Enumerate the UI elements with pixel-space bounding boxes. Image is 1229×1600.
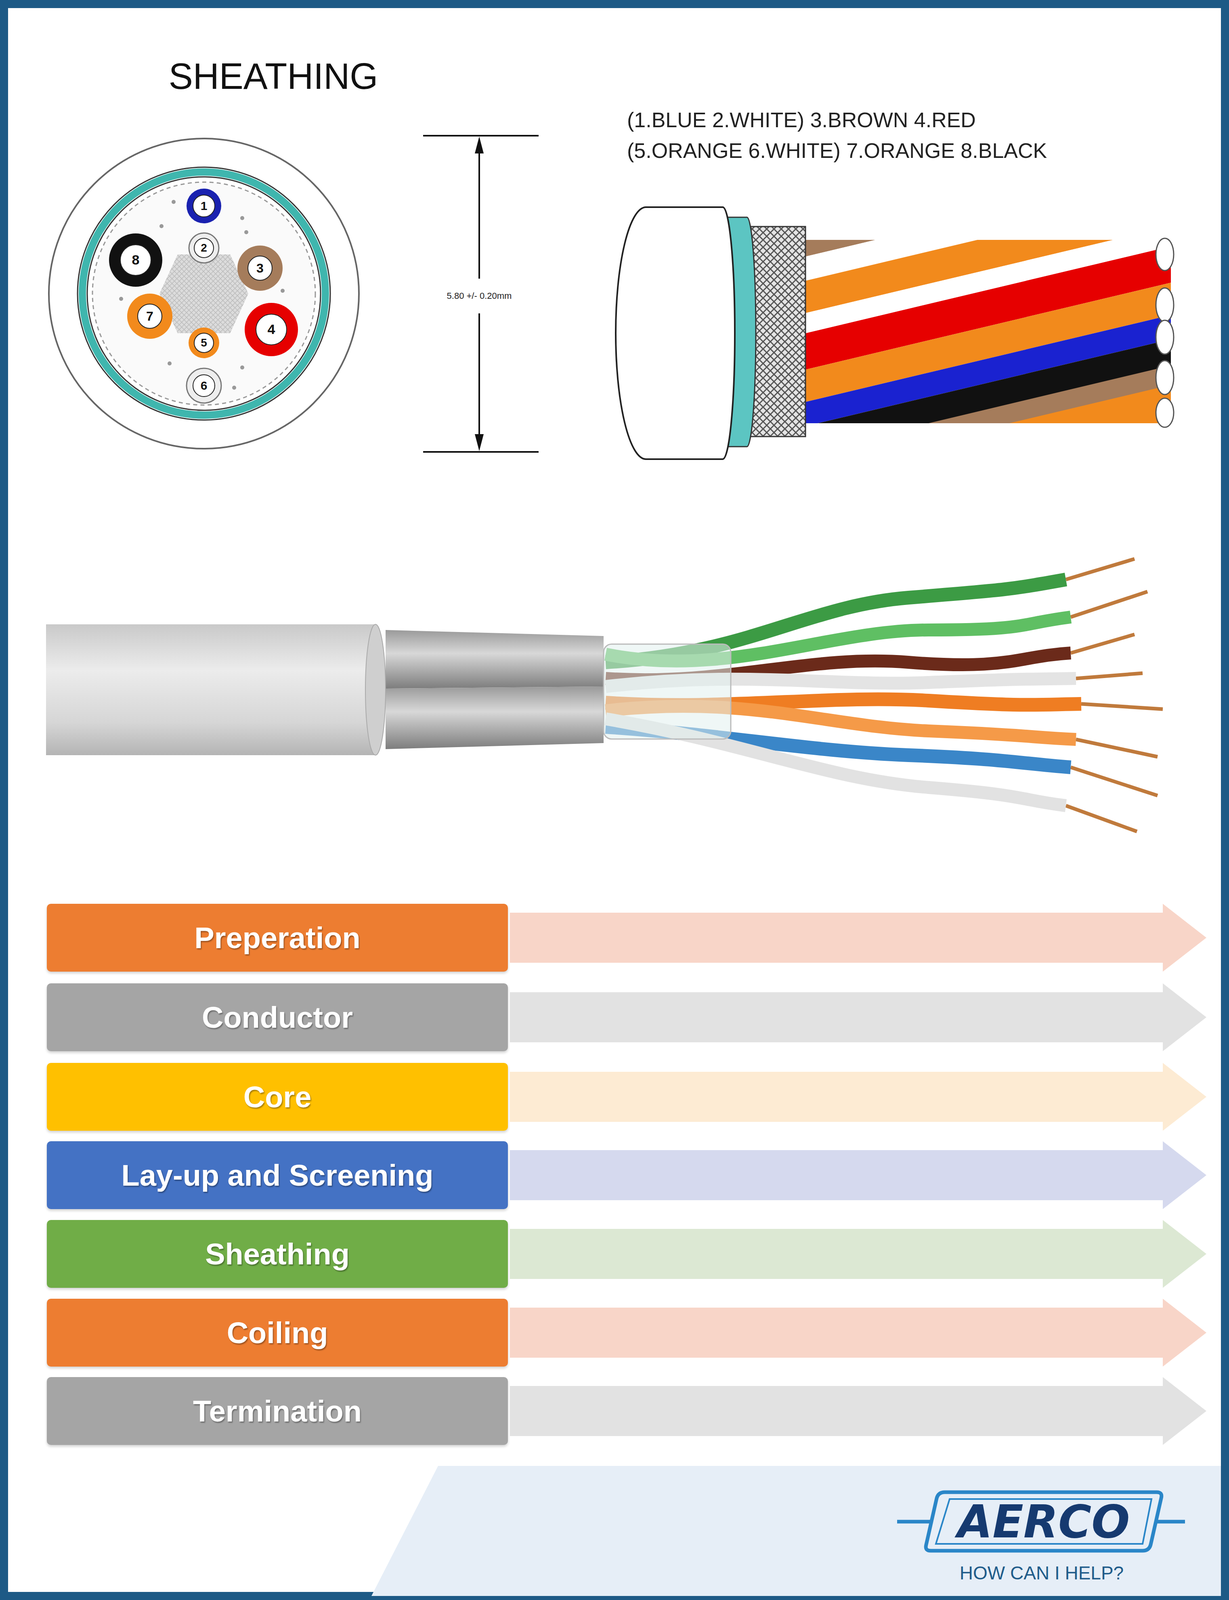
- process-step: Preperation: [46, 903, 508, 972]
- step-label: Lay-up and Screening: [121, 1157, 434, 1193]
- process-step: Core: [46, 1062, 508, 1131]
- callout-number: 3: [256, 260, 264, 276]
- step-label: Coiling: [226, 1315, 329, 1350]
- process-step: Conductor: [46, 983, 508, 1051]
- callout-number: 7: [146, 308, 154, 324]
- callout-number: 2: [200, 241, 208, 255]
- cross-section: [48, 138, 359, 449]
- step-label: Preperation: [194, 920, 361, 955]
- step-label: Termination: [192, 1393, 362, 1429]
- callout-number: 5: [200, 336, 208, 350]
- callout-number: 4: [267, 321, 276, 338]
- step-label: Sheathing: [205, 1236, 350, 1271]
- step-label: Core: [243, 1079, 312, 1114]
- color-code: (5.ORANGE 6.WHITE) 7.ORANGE 8.BLACK: [627, 138, 1047, 164]
- logo-frame: [897, 1491, 1185, 1551]
- cable-cutaway: [615, 137, 1174, 517]
- dimension-line: [423, 135, 539, 452]
- process-step: Termination: [46, 1376, 508, 1445]
- cable-photo: [46, 558, 1163, 832]
- footer-band: [371, 1465, 1221, 1596]
- diagram-title: SHEATHING: [168, 55, 378, 98]
- callout-number: 6: [200, 378, 208, 393]
- process-step: Lay-up and Screening: [46, 1140, 508, 1209]
- callout-number: 8: [132, 251, 140, 268]
- tagline: HOW CAN I HELP?: [959, 1562, 1124, 1584]
- color-code: (1.BLUE 2.WHITE) 3.BROWN 4.RED: [627, 108, 976, 133]
- logo-text: AERCO: [957, 1495, 1131, 1548]
- dimension-text: 5.80 +/- 0.20mm: [444, 289, 515, 302]
- process-arrows: [509, 903, 1207, 1445]
- step-label: Conductor: [201, 1000, 353, 1035]
- process-step: Coiling: [46, 1298, 508, 1367]
- process-step: Sheathing: [46, 1219, 508, 1288]
- callout-number: 1: [200, 199, 208, 214]
